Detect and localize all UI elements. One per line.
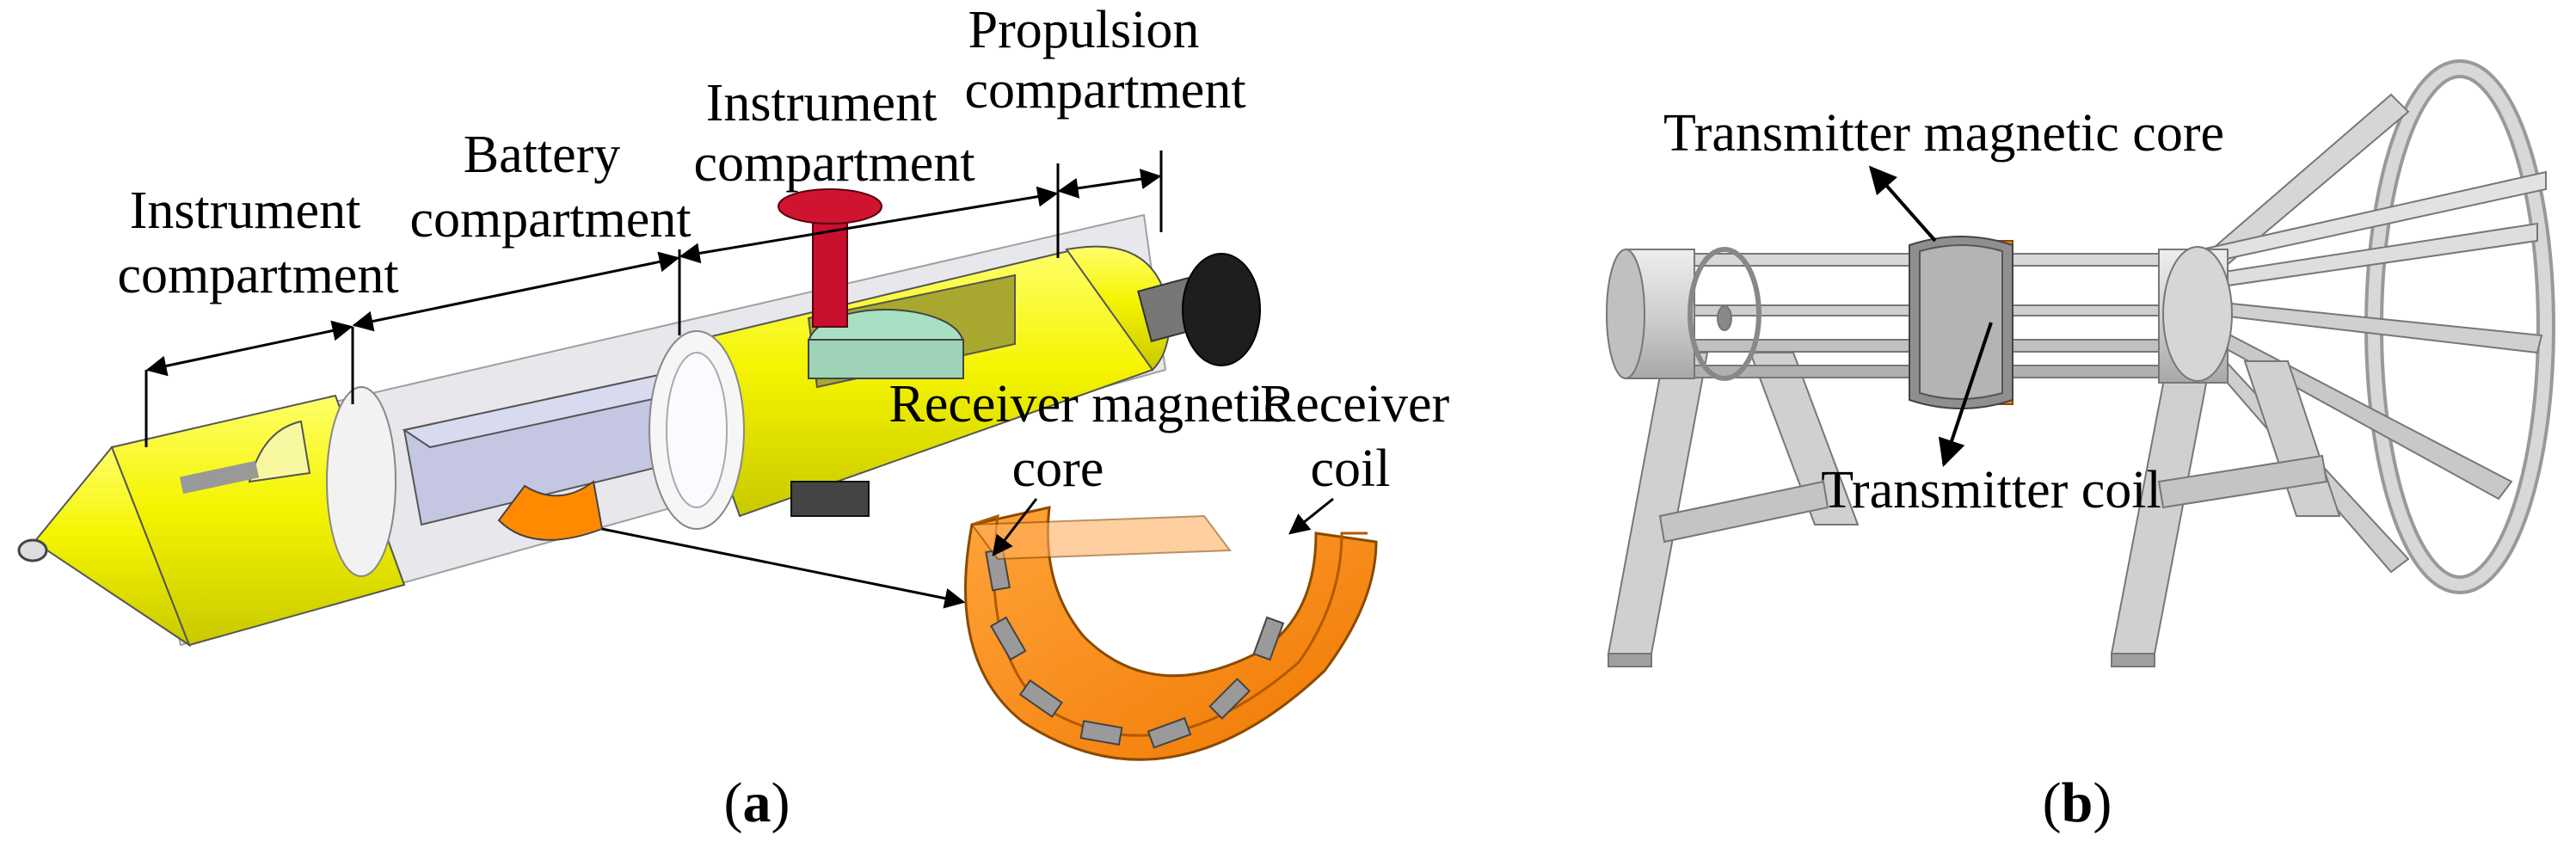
transmitter <box>1909 236 2013 409</box>
cage <box>1606 246 2233 384</box>
dim-instrument-1 <box>145 320 354 377</box>
label-instrument-2-l2: compartment <box>693 134 974 193</box>
bottom-sensor <box>790 481 870 517</box>
receiver-core-segments <box>985 548 1285 749</box>
dim-instrument-2 <box>679 186 1059 264</box>
arrow-transmitter-coil <box>1938 322 1993 468</box>
label-propulsion-l1: Propulsion <box>968 1 1200 59</box>
dim-battery <box>352 251 680 332</box>
label-battery-l1: Battery <box>464 126 621 184</box>
receiver-coil-shell <box>964 506 1378 761</box>
label-receiver-coil-l1: Receiver <box>1260 375 1450 433</box>
label-receiver-core-l1: Receiver magnetic <box>888 375 1287 433</box>
receiver-coil-detail <box>964 506 1378 761</box>
ring-front <box>326 386 397 577</box>
label-instrument-1-l2: compartment <box>117 246 398 304</box>
label-transmitter-core: Transmitter magnetic core <box>1663 104 2224 163</box>
cone-frame <box>2196 59 2555 594</box>
arrow-receiver-core <box>992 498 1038 556</box>
label-propulsion-l2: compartment <box>964 61 1245 120</box>
panel-b: Transmitter magnetic core Transmitter co… <box>1606 59 2555 834</box>
label-battery-l2: compartment <box>409 190 691 249</box>
arrow-transmitter-core <box>1868 165 1937 243</box>
label-receiver-coil-l2: coil <box>1311 439 1391 498</box>
arrow-coil-detail <box>601 527 966 609</box>
label-receiver-core-l2: core <box>1012 439 1104 498</box>
caption-b: (b) <box>2043 771 2112 834</box>
propeller <box>1182 253 1261 366</box>
label-transmitter-coil: Transmitter coil <box>1821 461 2161 519</box>
red-antenna-cap <box>778 188 882 224</box>
leg-brace-rear <box>2157 454 2328 509</box>
legs <box>1607 352 2341 667</box>
label-instrument-1-l1: Instrument <box>130 181 361 240</box>
dimension-lines <box>144 151 1163 447</box>
label-instrument-2-l1: Instrument <box>706 74 938 132</box>
arrow-receiver-coil <box>1288 497 1334 535</box>
nose-ring <box>17 538 48 562</box>
leg-brace-front <box>1658 480 1829 544</box>
front-instrument <box>179 460 260 495</box>
auv-body <box>17 188 1261 648</box>
caption-a: (a) <box>724 771 790 834</box>
leg-front-left <box>1607 352 1709 654</box>
panel-a: Instrument compartment Battery compartme… <box>17 1 1450 834</box>
dim-propulsion <box>1057 169 1162 199</box>
